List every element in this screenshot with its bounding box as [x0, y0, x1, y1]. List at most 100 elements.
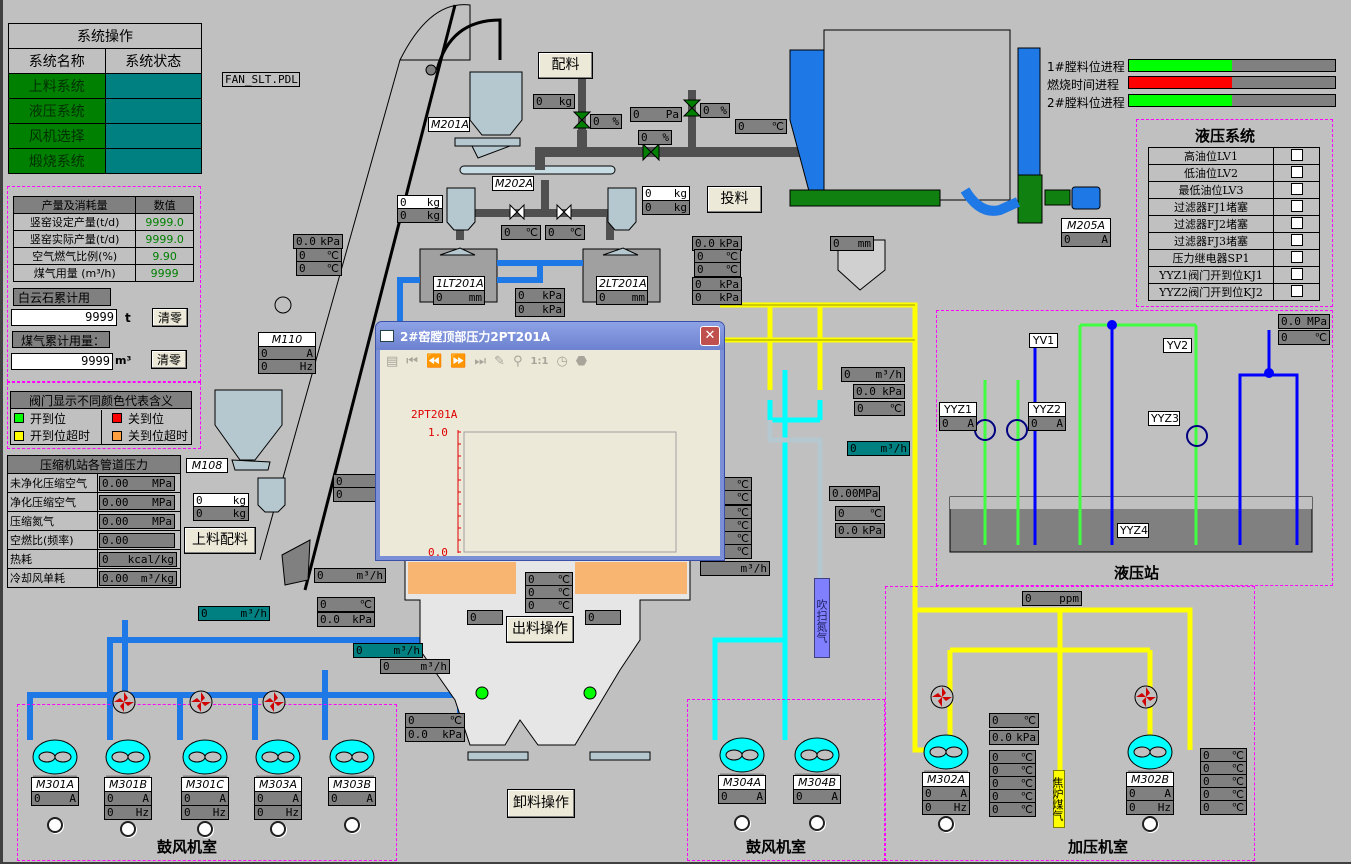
ruler-icon[interactable]: ✎ — [494, 354, 505, 369]
discharge-operation-button[interactable]: 出料操作 — [506, 616, 574, 643]
readout-text: A — [366, 792, 373, 805]
system-ops-table: 系统操作 系统名称系统状态 上料系统 液压系统 风机选择 煅烧系统 — [8, 23, 202, 174]
feeding-button[interactable]: 投料 — [707, 186, 762, 213]
run-status-indicator[interactable] — [197, 821, 213, 837]
readout-text: 0 — [695, 291, 702, 304]
first-icon[interactable]: ⏮ — [406, 354, 418, 369]
diagram-shape — [27, 620, 463, 740]
value-readout: 0 — [467, 610, 503, 625]
cooling-fan-icon — [262, 690, 286, 714]
readout-text: ℃ — [557, 573, 570, 586]
readout-text: kg — [232, 507, 246, 520]
value-readout: 0.00 — [99, 532, 175, 548]
readout-text: 0 — [196, 507, 203, 520]
status-checkbox[interactable] — [1290, 267, 1303, 280]
temp-readout: 0℃ — [1200, 800, 1247, 815]
readout-text: A — [142, 792, 149, 805]
gas-clear-button[interactable]: 清零 — [151, 350, 187, 369]
diagram-shape — [262, 690, 286, 714]
readout-text: 0 — [599, 291, 606, 304]
diagram-shape — [945, 746, 963, 758]
table-view-icon[interactable]: ▤ — [386, 354, 399, 369]
system-row-fan[interactable]: 风机选择 — [8, 123, 106, 149]
readout-text: 0 — [536, 95, 543, 108]
hydraulic-row-label: 最低油位LV3 — [1148, 181, 1274, 199]
readout-text: ℃ — [725, 263, 738, 276]
unload-operation-button[interactable]: 卸料操作 — [507, 789, 575, 818]
timer-icon[interactable]: ◷ — [556, 354, 568, 369]
value-readout: 0℃ — [835, 506, 885, 521]
batching-button[interactable]: 配料 — [538, 52, 593, 79]
readout-text: 0 — [850, 442, 857, 455]
readout-text: m³/h — [393, 644, 421, 657]
diagram-shape — [642, 142, 660, 162]
system-status — [104, 73, 202, 99]
nitrogen-purge-tag: 吹扫氮气 — [814, 578, 830, 658]
production-value: 9999.0 — [135, 230, 194, 248]
diagram-shape — [277, 751, 295, 763]
run-status-indicator[interactable] — [47, 817, 63, 833]
temp-readout: 0℃ — [989, 802, 1036, 817]
readout-text: Hz — [285, 806, 299, 819]
hopper-m108 — [214, 389, 283, 461]
zoom-icon[interactable]: ⚲ — [512, 354, 523, 369]
readout-text: 0.0 — [856, 385, 876, 398]
gas-total-input[interactable]: 9999 — [11, 353, 113, 370]
status-checkbox[interactable] — [1290, 182, 1303, 195]
dolomite-total-input[interactable]: 9999 — [11, 309, 117, 326]
readout-text: A — [292, 792, 299, 805]
pressure-unit: m³/kg — [140, 571, 174, 585]
last-icon[interactable]: ⏭ — [474, 354, 487, 369]
feeder — [454, 137, 521, 159]
run-status-indicator[interactable] — [344, 817, 360, 833]
hydraulic-row-label: 低油位LV2 — [1148, 164, 1274, 182]
readout-text: ℃ — [449, 714, 462, 727]
close-button[interactable]: ✕ — [700, 326, 720, 346]
system-row-loading[interactable]: 上料系统 — [8, 73, 106, 99]
run-status-indicator[interactable] — [938, 816, 954, 832]
original-size-icon[interactable]: 1:1 — [530, 356, 549, 367]
status-checkbox[interactable] — [1290, 250, 1303, 263]
run-status-indicator[interactable] — [809, 815, 825, 831]
readout-text: 0.0 — [838, 524, 858, 537]
valve-label-yv1: YV1 — [1029, 333, 1058, 348]
trend-chart: 2PT201A1.00.014/10/3121:13:1523:13:151:1… — [411, 408, 677, 559]
readout-text: 0 — [992, 790, 999, 803]
readout-text: 0.0 — [695, 237, 715, 250]
run-status-indicator[interactable] — [270, 821, 286, 837]
run-status-indicator[interactable] — [1142, 816, 1158, 832]
status-checkbox[interactable] — [1290, 148, 1303, 161]
dialog-titlebar[interactable]: 2#窑膛顶部压力2PT201A ✕ — [376, 322, 724, 350]
dolomite-clear-button[interactable]: 清零 — [152, 308, 188, 327]
status-checkbox[interactable] — [1290, 284, 1303, 297]
status-checkbox[interactable] — [1290, 199, 1303, 212]
hydraulic-row-label: 高油位LV1 — [1148, 147, 1274, 165]
forward-icon[interactable]: ⏩ — [450, 354, 467, 369]
readout-text: Hz — [212, 806, 226, 819]
run-status-indicator[interactable] — [120, 821, 136, 837]
system-row-calcining[interactable]: 煅烧系统 — [8, 148, 106, 174]
diagram-shape — [351, 751, 369, 763]
window-icon — [380, 330, 394, 342]
stop-icon[interactable]: ⬣ — [575, 354, 588, 369]
status-checkbox[interactable] — [1290, 216, 1303, 229]
status-checkbox[interactable] — [1290, 165, 1303, 178]
motor-label: M303A — [254, 777, 302, 792]
hydraulic-row-label: YYZ2阀门开到位KJ2 — [1148, 283, 1274, 301]
readout-text: 0 — [1064, 233, 1071, 246]
readout-text: 0 — [992, 777, 999, 790]
readout-text: 0 — [633, 108, 640, 121]
load-batching-button[interactable]: 上料配料 — [184, 527, 256, 554]
value-readout: ℃ — [722, 490, 752, 505]
readout-text: 0 — [738, 120, 745, 133]
run-status-indicator[interactable] — [734, 815, 750, 831]
readout-text: 0 — [1281, 331, 1288, 344]
system-row-hydraulic[interactable]: 液压系统 — [8, 98, 106, 124]
motor-label: M304A — [718, 775, 766, 790]
status-checkbox[interactable] — [1290, 233, 1303, 246]
progress-label: 燃烧时间进程 — [1047, 78, 1120, 92]
rewind-icon[interactable]: ⏪ — [426, 354, 443, 369]
diagram-shape — [281, 539, 311, 586]
